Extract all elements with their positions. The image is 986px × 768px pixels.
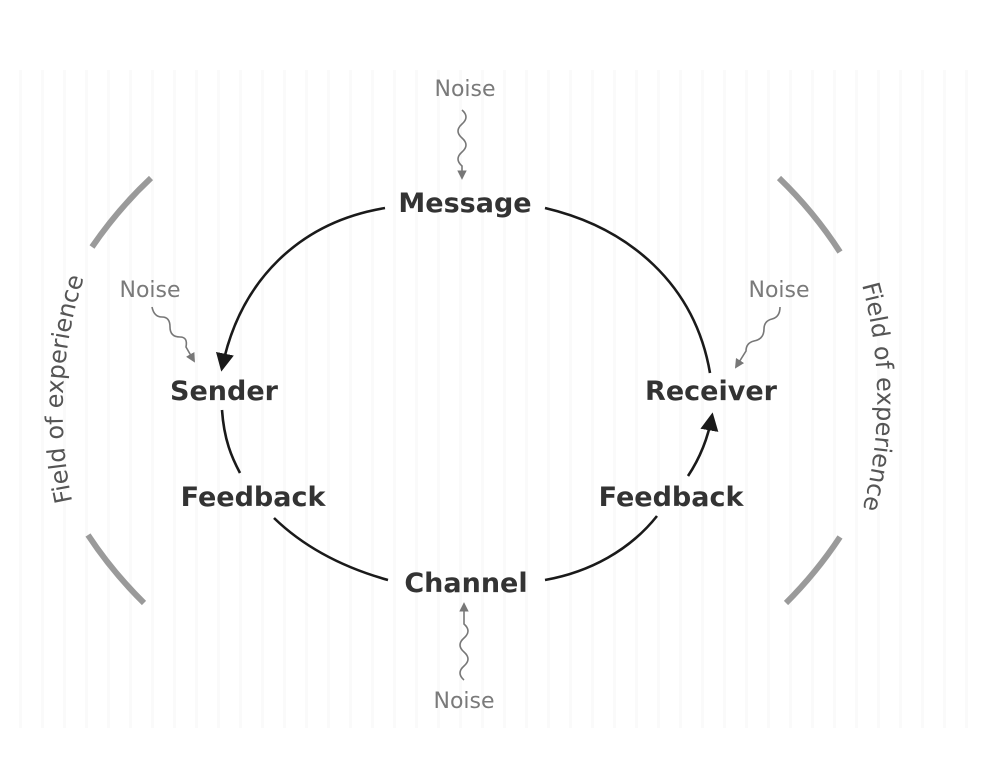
node-channel: Channel — [404, 568, 527, 599]
noise-arrow-left — [151, 306, 195, 363]
field-of-experience-bracket-left-bottom — [85, 533, 147, 606]
node-sender: Sender — [170, 376, 279, 407]
edge-feedback-to-channel — [273, 517, 389, 582]
edge-message-to-sender — [216, 206, 386, 372]
field-of-experience-label-left: Field of experience — [41, 271, 90, 506]
edge-sender-to-feedback — [220, 409, 242, 474]
noise-label-bottom: Noise — [433, 689, 494, 714]
noise-arrow-right — [734, 306, 781, 369]
noise-label-right: Noise — [748, 278, 809, 303]
noise-label-top: Noise — [434, 77, 495, 102]
node-feedback-left: Feedback — [181, 482, 327, 513]
field-of-experience-label-right: Field of experience — [856, 279, 899, 514]
field-of-experience-bracket-right-bottom — [783, 535, 843, 606]
node-receiver: Receiver — [645, 376, 778, 407]
noise-label-left: Noise — [119, 278, 180, 303]
edge-feedback-to-receiver — [686, 412, 719, 477]
field-of-experience-bracket-right-top — [776, 175, 843, 254]
noise-arrow-bottom — [459, 602, 469, 681]
node-feedback-right: Feedback — [599, 482, 745, 513]
noise-arrow-top — [457, 109, 467, 180]
node-message: Message — [398, 188, 531, 219]
edge-channel-to-feedback — [544, 515, 659, 582]
field-of-experience-bracket-left-top — [89, 175, 154, 249]
edge-message-to-receiver — [544, 206, 712, 374]
background-stripes — [0, 70, 986, 728]
